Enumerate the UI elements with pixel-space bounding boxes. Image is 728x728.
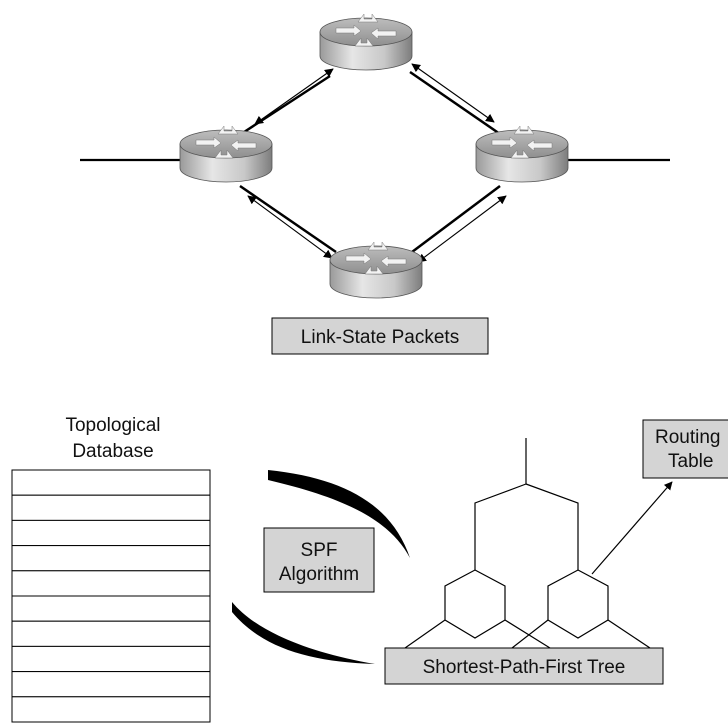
routing-label-line2: Table (668, 451, 713, 472)
lsp-label-box: Link-State Packets (271, 317, 489, 355)
spf-label-line1: SPF (301, 540, 338, 561)
spf-algorithm-box: SPF Algorithm (263, 527, 375, 593)
spf-label-line2: Algorithm (279, 564, 359, 585)
link-left-bottom (239, 184, 337, 259)
spf-tree (404, 438, 651, 649)
database-row (11, 545, 211, 572)
database-row (11, 595, 211, 622)
routing-label-line1: Routing (655, 427, 721, 448)
spf-tree-label-box: Shortest-Path-First Tree (384, 647, 664, 685)
database-row (11, 671, 211, 698)
topo-db-title-line1: Topological (65, 415, 160, 436)
link-left-top (237, 68, 334, 138)
lsp-label: Link-State Packets (301, 327, 459, 348)
spf-tree-label: Shortest-Path-First Tree (423, 657, 626, 678)
router-right-icon (475, 125, 569, 183)
topological-database-table (11, 469, 211, 723)
database-row (11, 645, 211, 673)
routing-table-box: Routing Table (642, 419, 728, 479)
database-row (11, 469, 211, 496)
topo-db-title-line2: Database (72, 441, 153, 462)
link-right-bottom (411, 185, 507, 263)
link-top-right (409, 63, 501, 136)
database-row (11, 696, 211, 723)
curved-arrow-upper (268, 470, 410, 558)
database-row (11, 570, 211, 597)
database-row (11, 620, 211, 647)
router-top-icon (319, 13, 413, 71)
router-left-icon (179, 125, 273, 183)
curved-arrow-lower (232, 602, 375, 664)
arrow-to-routing-table (591, 481, 673, 575)
router-bottom-icon (329, 241, 423, 299)
database-row (11, 519, 211, 547)
database-row (11, 494, 211, 521)
